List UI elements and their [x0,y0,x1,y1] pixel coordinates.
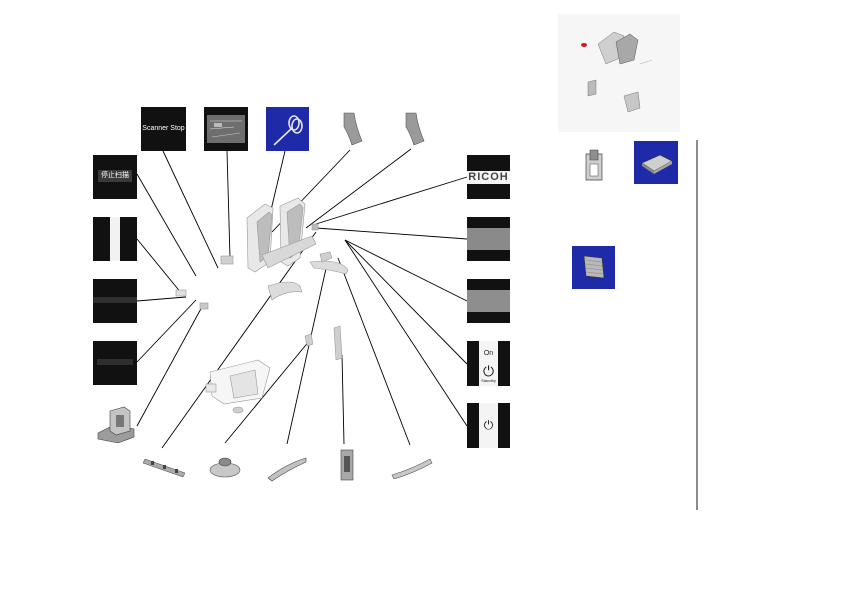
foam-pad-plate [634,141,678,184]
lever-part-2 [390,455,434,479]
small-label-plate-2 [93,341,137,385]
power-icon: ⏻ [483,418,494,432]
rail-icon [143,458,186,478]
roller-part [207,450,243,482]
lever-icon [391,458,433,479]
paper-guide-left [336,111,366,147]
spring-plate [266,107,309,151]
ricoh-logo-text: RICOH [467,171,510,184]
scan-stop-cjk-plate: 停止扫描 [93,155,137,199]
scanner-stop-label-plate: Scanner Stop [141,107,186,151]
bracket-icon [97,406,135,444]
standby-label: Standby [481,378,496,383]
small-label-plate-1 [93,279,137,323]
vertical-strip-plate [93,217,137,261]
overview-assembly [558,14,680,132]
bracket-part [94,403,138,445]
scan-stop-cjk-text: 停止扫描 [101,172,129,179]
power-switch-plate: ⏻ [467,403,510,448]
spring-icon [273,115,303,146]
lever-part-1 [266,454,308,482]
paper-guide-right [398,111,428,147]
sensor-board-plate [204,107,248,151]
square-pad-icon [583,255,605,279]
on-label: On [483,350,494,357]
hinge-icon [340,449,354,481]
clip-icon [585,149,603,181]
sensor-board-icon [207,115,245,143]
paper-guide-icon [343,112,363,146]
square-pad-plate [572,246,615,289]
scanner-stop-text: Scanner Stop [142,125,185,132]
ricoh-logo-plate: RICOH [467,155,510,199]
power-icon: ⏻ [482,363,495,379]
roller-icon [209,457,241,478]
foam-pad-icon [641,154,673,174]
paper-guide-icon [405,112,425,146]
overview-assembly-icon [581,31,653,113]
power-on-standby-plate: On ⏻ Standby [467,341,510,386]
rail-part [143,451,187,481]
hinge-part [336,446,360,484]
clip-part [580,146,608,184]
label-sheet-plate-2 [467,279,510,323]
label-sheet-plate-1 [467,217,510,261]
lever-icon [267,457,307,482]
